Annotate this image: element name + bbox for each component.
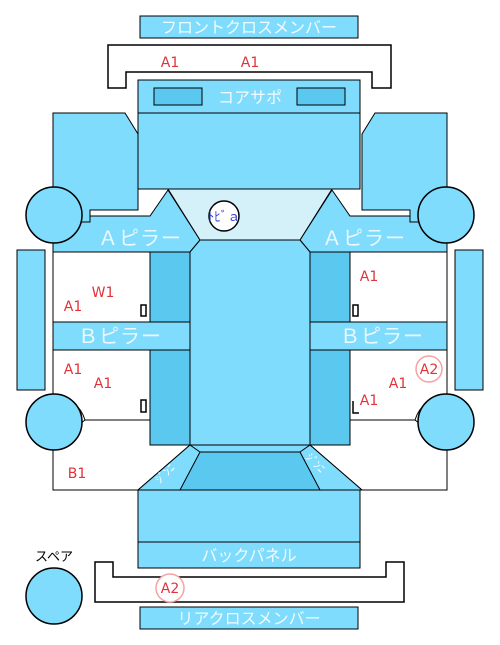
windshield[interactable]: ﾄﾋﾞａ — [167, 188, 333, 241]
right-front-roof-rail[interactable] — [309, 251, 351, 323]
roof[interactable] — [189, 239, 311, 446]
right-rear-wheel[interactable] — [417, 393, 475, 451]
left-a-pillar[interactable]: Ａピラー — [52, 189, 201, 253]
left-b-pillar[interactable]: Ｂピラー — [52, 321, 191, 351]
right-rear-door-handle — [352, 401, 359, 414]
damage-code-front-left-door-lower: A1 — [64, 299, 82, 315]
damage-code-rear-right-door-1: A1 — [389, 376, 407, 392]
back-panel-label: バックパネル — [201, 546, 296, 565]
left-front-door[interactable] — [52, 251, 151, 323]
left-front-wheel[interactable] — [25, 186, 83, 244]
left-rocker-panel[interactable] — [16, 249, 46, 391]
front-member-bracket — [107, 44, 392, 89]
damage-code-left-quarter: B1 — [68, 466, 87, 482]
left-b-pillar-label: Ｂピラー — [78, 324, 162, 348]
right-b-pillar-label: Ｂピラー — [340, 324, 424, 348]
back-panel[interactable]: バックパネル — [137, 489, 361, 569]
left-a-pillar-label: Ａピラー — [98, 226, 182, 250]
damage-code-right-rear-circle: A2 — [420, 362, 438, 378]
windshield-chip-circle — [208, 200, 240, 232]
windshield-chip-label: ﾄﾋﾞａ — [208, 210, 241, 225]
right-a-pillar[interactable]: Ａピラー — [299, 189, 448, 253]
left-rear-quarter[interactable] — [52, 419, 191, 491]
left-rear-roof-rail[interactable] — [149, 349, 191, 446]
damage-code-rear-member-circle: A2 — [161, 581, 179, 597]
spare-tire[interactable] — [25, 567, 83, 625]
right-front-door-handle — [352, 304, 359, 317]
right-rear-roof-rail[interactable] — [309, 349, 351, 446]
damage-code-front-right-door: A1 — [360, 269, 378, 285]
right-b-pillar[interactable]: Ｂピラー — [309, 321, 448, 351]
rear-window — [179, 451, 321, 491]
front-cross-member[interactable]: フロントクロスメンバー — [139, 15, 359, 39]
right-headlight — [296, 87, 346, 106]
damage-code-rear-left-door-2: A1 — [94, 376, 112, 392]
rear-cross-member-label: リアクロスメンバー — [177, 609, 320, 628]
damage-code-front-left-door-upper: W1 — [92, 285, 115, 301]
left-rear-door-handle — [140, 399, 147, 413]
damage-code-rear-left-door-1: A1 — [64, 362, 82, 378]
right-rear-damage-circle — [415, 355, 443, 383]
core-support[interactable]: コアサポ — [137, 79, 361, 114]
hood[interactable] — [137, 112, 361, 190]
spare-label: スペア — [35, 550, 73, 565]
left-rear-wheel[interactable] — [25, 393, 83, 451]
left-headlight — [153, 87, 203, 106]
right-rocker-panel[interactable] — [454, 249, 484, 391]
left-front-roof-rail[interactable] — [149, 251, 191, 323]
damage-code-front-member-2: A1 — [241, 55, 259, 71]
rear-member-damage-circle — [155, 573, 185, 603]
damage-code-rear-right-door-2: A1 — [360, 393, 378, 409]
right-front-wheel[interactable] — [417, 186, 475, 244]
damage-code-front-member-1: A1 — [161, 55, 179, 71]
right-rear-quarter[interactable] — [309, 419, 448, 491]
core-support-label: コアサポ — [218, 88, 282, 107]
front-cross-member-label: フロントクロスメンバー — [161, 18, 337, 37]
left-front-door-handle — [140, 304, 147, 317]
rear-cross-member[interactable]: リアクロスメンバー — [139, 606, 359, 630]
right-a-pillar-label: Ａピラー — [322, 226, 406, 250]
right-front-door[interactable] — [349, 251, 448, 323]
